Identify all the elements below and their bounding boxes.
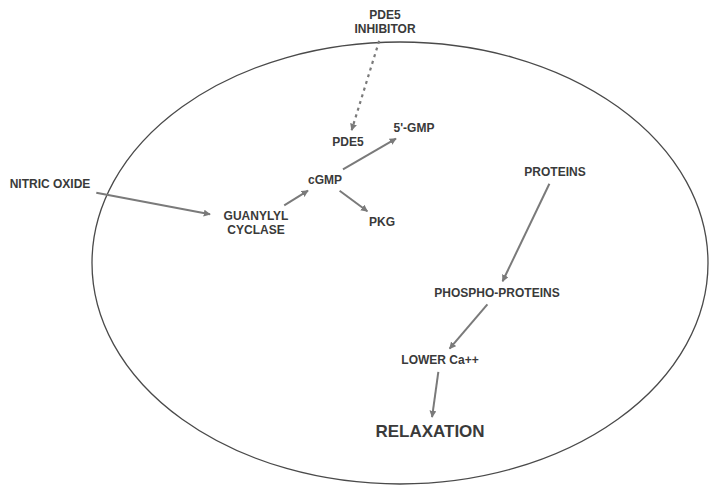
pathway-term: RELAXATION <box>372 420 487 444</box>
cell-outline <box>92 42 708 484</box>
pathway-term: PDE5 <box>329 133 366 151</box>
pathway-term: NITRIC OXIDE <box>7 175 94 193</box>
pathway-term: LOWER Ca++ <box>398 351 481 369</box>
pathway-arrow <box>96 193 210 215</box>
pathway-term: PHOSPHO-PROTEINS <box>431 284 562 302</box>
pathway-term: PKG <box>366 213 398 231</box>
term-text: PROTEINS <box>524 165 585 179</box>
term-text: RELAXATION <box>375 422 484 442</box>
pathway-arrow <box>432 372 438 417</box>
pathway-term: GUANYLYL CYCLASE <box>213 207 299 239</box>
term-text: NITRIC OXIDE <box>10 177 91 191</box>
term-text: GUANYLYL CYCLASE <box>216 209 296 237</box>
pathway-term: cGMP <box>305 171 345 189</box>
term-text: cGMP <box>308 173 342 187</box>
term-text: 5'-GMP <box>394 121 435 135</box>
pathway-arrow <box>340 191 368 211</box>
inhibition-arrow <box>352 41 380 130</box>
pathway-arrow <box>284 191 308 206</box>
pathway-arrow <box>450 304 488 348</box>
pathway-term: 5'-GMP <box>391 119 438 137</box>
term-text: PDE5 INHIBITOR <box>346 8 424 36</box>
term-text: PDE5 <box>332 135 363 149</box>
pathway-arrow <box>503 184 550 282</box>
term-text: PHOSPHO-PROTEINS <box>434 286 559 300</box>
term-text: PKG <box>369 215 395 229</box>
pathway-term: PROTEINS <box>521 163 588 181</box>
pathway-term: PDE5 INHIBITOR <box>343 6 427 38</box>
term-text: LOWER Ca++ <box>401 353 478 367</box>
